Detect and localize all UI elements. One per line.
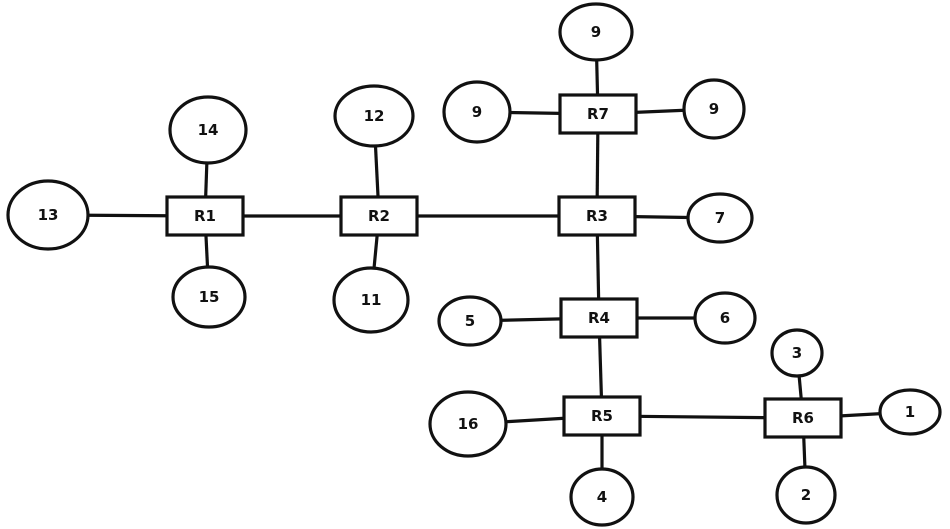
host-h5: 5 (437, 295, 503, 347)
host-circle (693, 291, 757, 345)
router-label: R5 (591, 407, 613, 425)
host-label: 7 (715, 209, 725, 227)
host-circle (437, 295, 503, 347)
host-h13: 13 (6, 179, 90, 251)
host-circle (686, 192, 754, 244)
host-label: 13 (38, 206, 59, 224)
host-h6: 6 (693, 291, 757, 345)
router-r1: R1 (165, 195, 245, 237)
router-label: R2 (368, 207, 390, 225)
host-h7: 7 (686, 192, 754, 244)
host-h12: 12 (333, 84, 415, 148)
host-h9left: 9 (442, 80, 512, 144)
host-circle (775, 465, 837, 525)
host-label: 14 (198, 121, 219, 139)
router-r5: R5 (562, 395, 642, 437)
host-h4: 4 (569, 467, 635, 527)
host-circle (6, 179, 90, 251)
router-label: R1 (194, 207, 216, 225)
host-label: 9 (709, 100, 719, 118)
host-label: 1 (905, 403, 915, 421)
host-h2: 2 (775, 465, 837, 525)
router-box (559, 297, 639, 339)
router-box (763, 397, 843, 439)
router-box (557, 195, 637, 237)
host-circle (168, 95, 248, 165)
host-label: 11 (361, 291, 382, 309)
router-label: R3 (586, 207, 608, 225)
host-h3: 3 (770, 328, 824, 378)
router-r4: R4 (559, 297, 639, 339)
host-label: 9 (472, 103, 482, 121)
host-label: 4 (597, 488, 607, 506)
host-circle (333, 84, 415, 148)
host-circle (682, 78, 746, 140)
host-label: 9 (591, 23, 601, 41)
router-r3: R3 (557, 195, 637, 237)
host-h11: 11 (332, 266, 410, 334)
host-h9top: 9 (558, 2, 634, 62)
host-h14: 14 (168, 95, 248, 165)
host-circle (878, 388, 942, 436)
router-r2: R2 (339, 195, 419, 237)
host-circle (428, 390, 508, 458)
router-box (165, 195, 245, 237)
router-label: R6 (792, 409, 814, 427)
host-h16: 16 (428, 390, 508, 458)
host-circle (569, 467, 635, 527)
router-r7: R7 (558, 93, 638, 135)
host-circle (332, 266, 410, 334)
router-label: R7 (587, 105, 609, 123)
host-label: 2 (801, 486, 811, 504)
host-label: 16 (458, 415, 479, 433)
router-r6: R6 (763, 397, 843, 439)
host-circle (558, 2, 634, 62)
router-box (562, 395, 642, 437)
host-label: 12 (364, 107, 385, 125)
host-circle (171, 265, 247, 329)
router-box (339, 195, 419, 237)
host-label: 15 (199, 288, 220, 306)
host-label: 3 (792, 344, 802, 362)
host-circle (442, 80, 512, 144)
host-circle (770, 328, 824, 378)
router-label: R4 (588, 309, 610, 327)
host-label: 5 (465, 312, 475, 330)
host-h15: 15 (171, 265, 247, 329)
router-box (558, 93, 638, 135)
host-h9right: 9 (682, 78, 746, 140)
host-label: 6 (720, 309, 730, 327)
host-h1: 1 (878, 388, 942, 436)
